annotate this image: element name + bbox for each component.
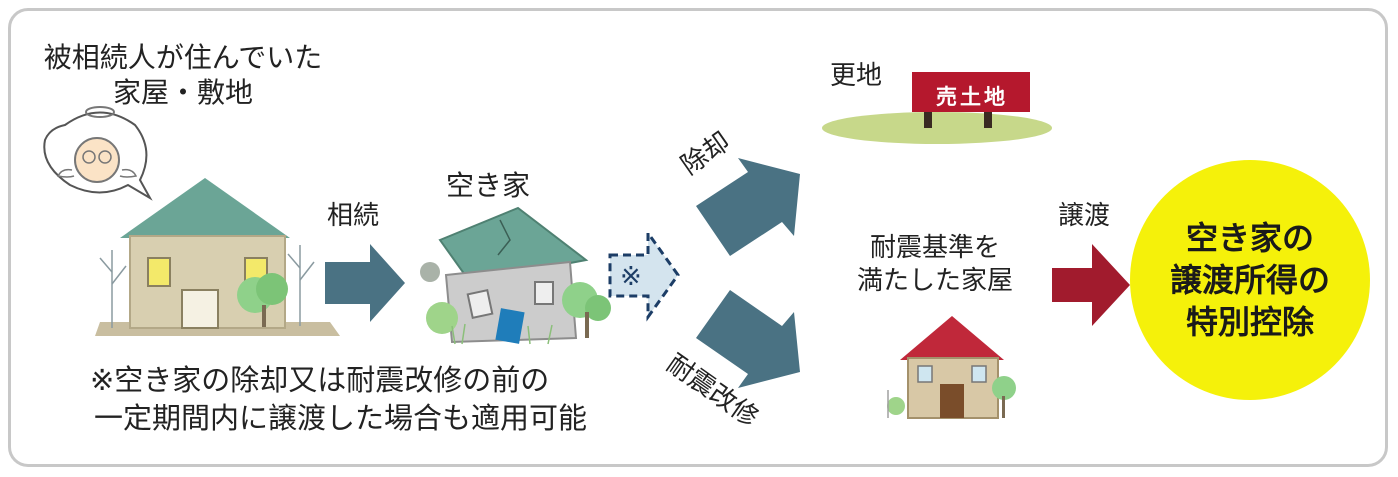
note-dashed-arrow <box>608 228 680 322</box>
deceased-person-bubble <box>43 106 153 201</box>
special-deduction-badge: 空き家の 譲渡所得の 特別控除 <box>1130 160 1370 400</box>
vacant-lot-label: 更地 <box>830 61 883 91</box>
demolish-arrow <box>696 158 800 256</box>
inherit-label: 相続 <box>327 201 380 231</box>
retrofit-arrow <box>696 290 800 388</box>
vacant-house-label: 空き家 <box>446 169 531 202</box>
earthquake-house-label: 耐震基準を 満たした家屋 <box>856 233 1013 296</box>
footnote-line-2: 一定期間内に譲渡した場合も適用可能 <box>94 401 588 435</box>
special-deduction-label: 空き家の 譲渡所得の 特別控除 <box>1169 218 1330 342</box>
transfer-label: 譲渡 <box>1058 201 1111 231</box>
vacant-house-illustration <box>420 206 611 345</box>
retrofitted-house-illustration <box>887 316 1016 419</box>
footnote-line-1: ※空き家の除却又は耐震改修の前の <box>90 363 550 397</box>
inherit-arrow <box>325 244 405 322</box>
for-sale-sign-text: 売土地 <box>936 85 1008 109</box>
transfer-arrow <box>1052 244 1130 326</box>
note-mark: ※ <box>620 262 642 292</box>
vacant-lot-illustration <box>822 72 1052 144</box>
heir-house-label: 被相続人が住んでいた 家屋・敷地 <box>43 41 323 109</box>
inherited-house-illustration <box>99 178 315 329</box>
